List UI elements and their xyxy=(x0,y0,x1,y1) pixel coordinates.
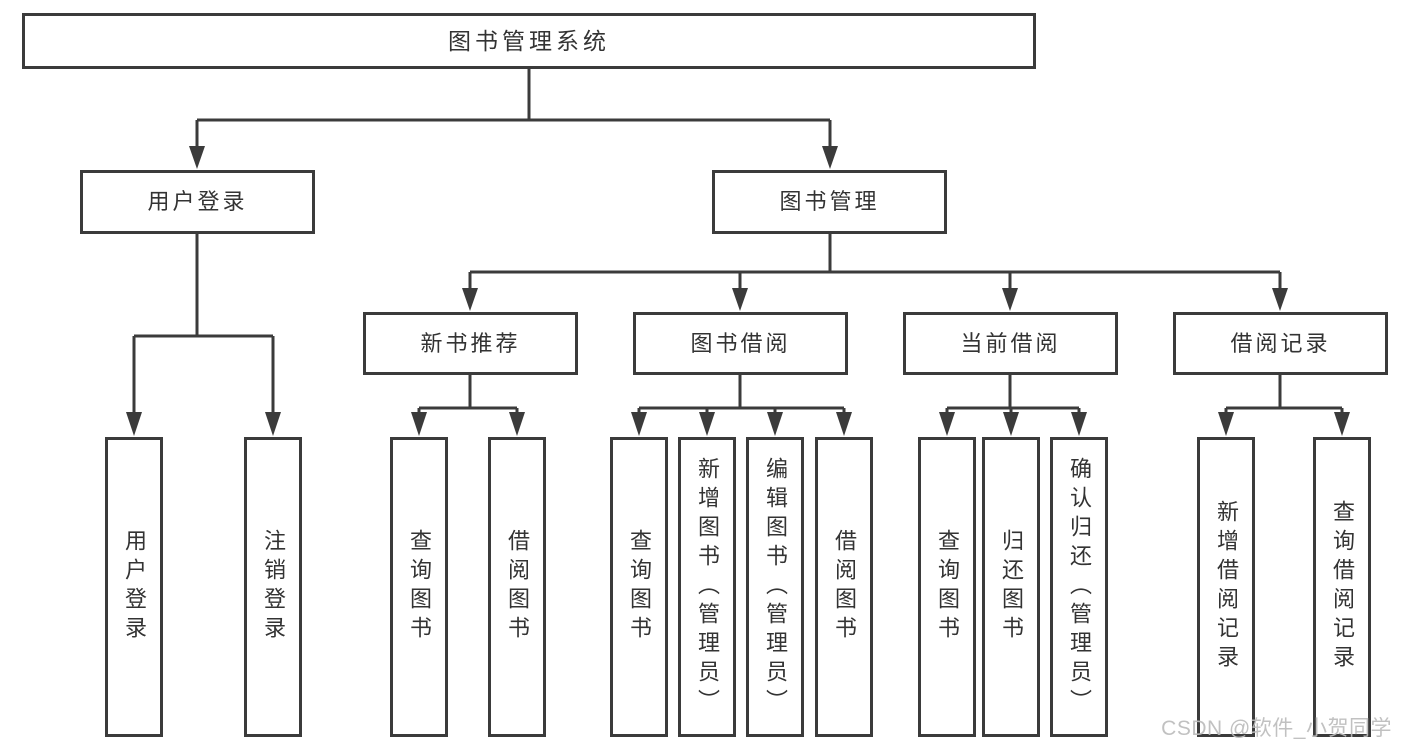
node-label: 编辑图书（管理员） xyxy=(763,456,788,718)
csdn-watermark: CSDN @软件_小贺同学 xyxy=(1161,717,1392,740)
node-label: 查询图书 xyxy=(627,529,652,645)
node-query-books-3: 查询图书 xyxy=(918,437,976,737)
node-library-system: 图书管理系统 xyxy=(22,13,1036,69)
node-label: 新书推荐 xyxy=(420,330,521,356)
node-edit-book-admin: 编辑图书（管理员） xyxy=(746,437,804,737)
node-borrowing-records: 借阅记录 xyxy=(1173,312,1388,375)
node-user-login-leaf: 用户登录 xyxy=(105,437,163,737)
node-user-login: 用户登录 xyxy=(80,170,315,234)
node-current-borrowing: 当前借阅 xyxy=(903,312,1118,375)
node-add-book-admin: 新增图书（管理员） xyxy=(678,437,736,737)
node-logout: 注销登录 xyxy=(244,437,302,737)
node-label: 归还图书 xyxy=(999,529,1024,645)
node-label: 新增图书（管理员） xyxy=(695,456,720,718)
node-label: 图书管理 xyxy=(779,189,880,214)
node-label: 借阅图书 xyxy=(505,529,530,645)
node-label: 当前借阅 xyxy=(960,330,1061,356)
node-add-borrow-record: 新增借阅记录 xyxy=(1197,437,1255,737)
node-label: 借阅图书 xyxy=(832,529,857,645)
node-label: 用户登录 xyxy=(122,529,147,645)
node-confirm-return-admin: 确认归还（管理员） xyxy=(1050,437,1108,737)
node-query-books-2: 查询图书 xyxy=(610,437,668,737)
node-label: 确认归还（管理员） xyxy=(1067,456,1092,718)
node-new-book-recommend: 新书推荐 xyxy=(363,312,578,375)
node-label: 新增借阅记录 xyxy=(1214,500,1239,674)
node-label: 注销登录 xyxy=(261,529,286,645)
node-borrow-books-2: 借阅图书 xyxy=(815,437,873,737)
node-label: 图书管理系统 xyxy=(448,27,610,54)
node-label: 用户登录 xyxy=(147,189,248,214)
node-label: 查询借阅记录 xyxy=(1330,500,1355,674)
node-return-book: 归还图书 xyxy=(982,437,1040,737)
node-book-management: 图书管理 xyxy=(712,170,947,234)
node-book-borrowing: 图书借阅 xyxy=(633,312,848,375)
node-borrow-books-1: 借阅图书 xyxy=(488,437,546,737)
node-label: 查询图书 xyxy=(935,529,960,645)
node-label: 查询图书 xyxy=(407,529,432,645)
node-label: 借阅记录 xyxy=(1230,330,1331,356)
node-query-borrow-record: 查询借阅记录 xyxy=(1313,437,1371,737)
node-label: 图书借阅 xyxy=(690,330,791,356)
node-query-books-1: 查询图书 xyxy=(390,437,448,737)
